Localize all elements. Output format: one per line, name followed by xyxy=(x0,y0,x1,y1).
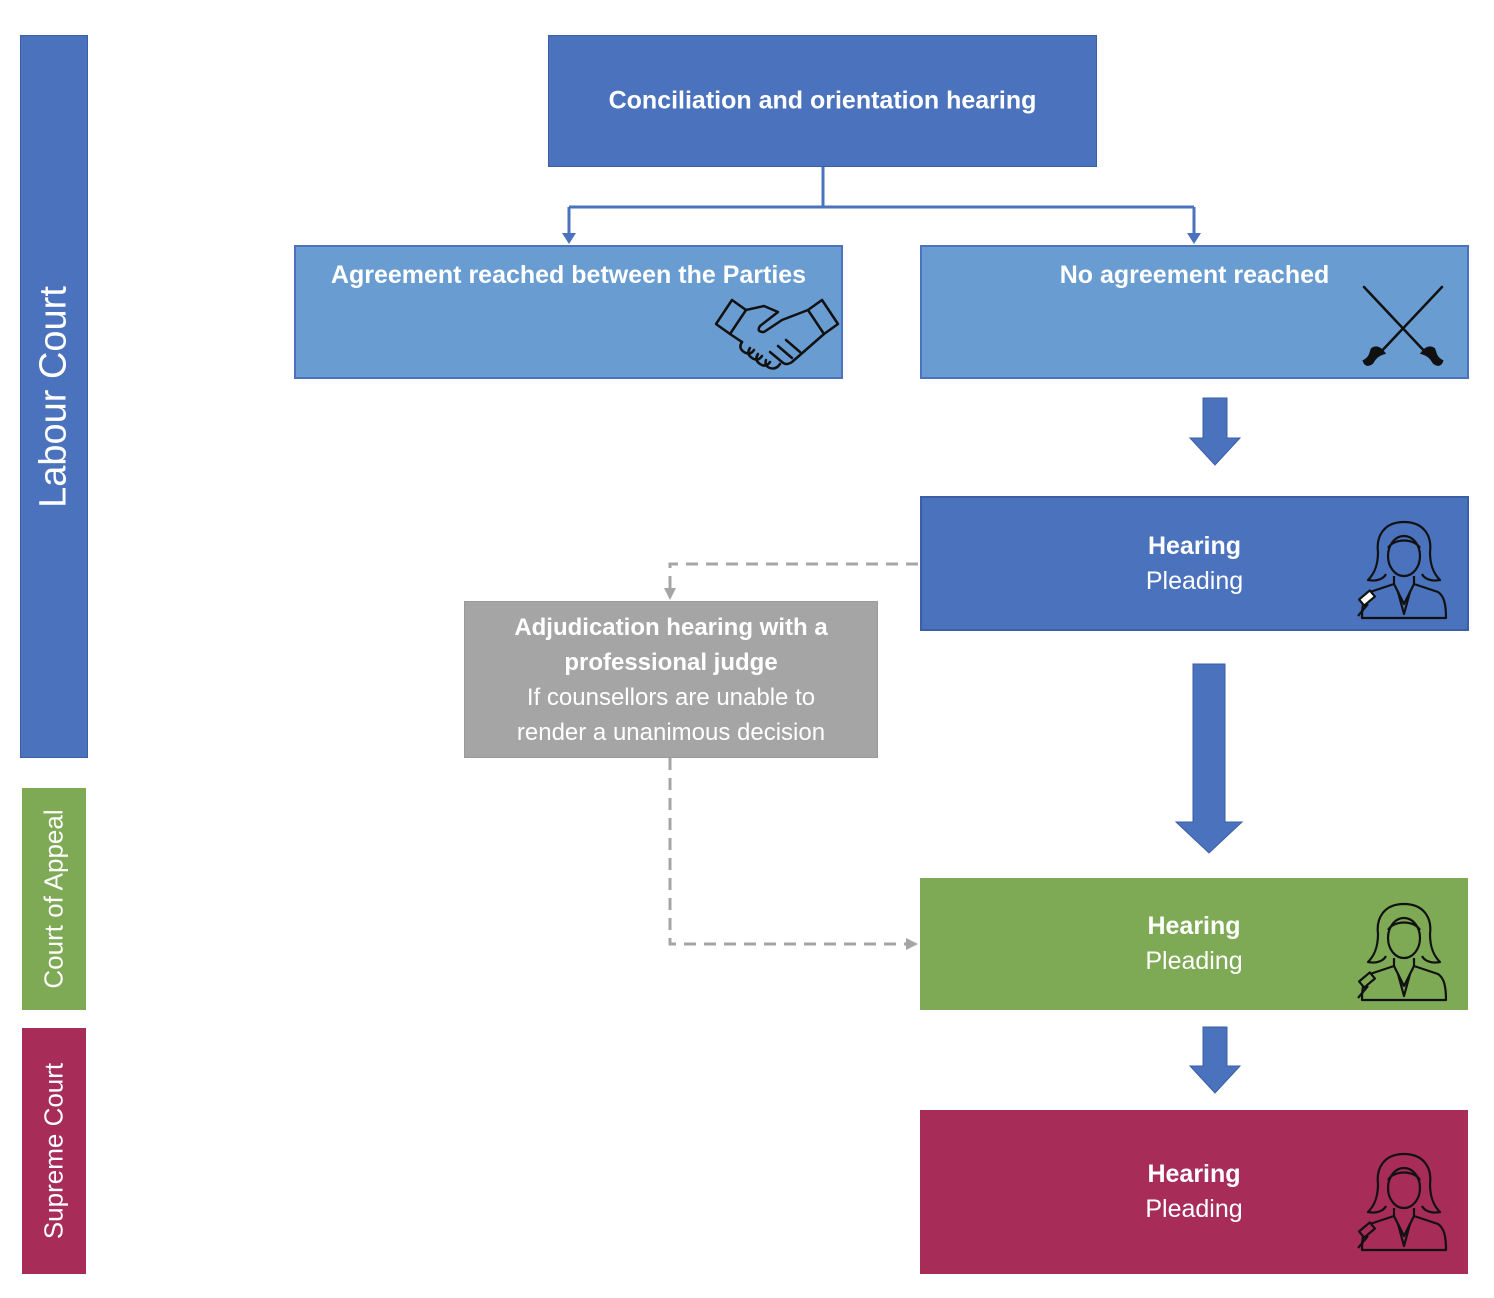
supreme-hearing-sub: Pleading xyxy=(1145,1195,1243,1223)
adjudication-box: Adjudication hearing with a professional… xyxy=(464,601,878,758)
sidebar-labour-court: Labour Court xyxy=(20,35,88,758)
dashed-arrow-to-appeal xyxy=(906,938,918,950)
labour-hearing-sub: Pleading xyxy=(1145,566,1244,595)
crossed-swords-icon xyxy=(1362,285,1444,366)
block-arrow-3 xyxy=(1188,1026,1242,1094)
adjudication-sub-line2: render a unanimous decision xyxy=(516,718,826,746)
conciliation-box: Conciliation and orientation hearing xyxy=(548,35,1097,167)
arrow-to-no-agreement xyxy=(1187,233,1201,244)
branch-connector xyxy=(567,167,1196,236)
conciliation-label: Conciliation and orientation hearing xyxy=(608,86,1037,115)
adjudication-sub-line1: If counsellors are unable to xyxy=(526,683,816,711)
supreme-hearing-box: Hearing Pleading xyxy=(920,1110,1468,1274)
dashed-arrow-to-adjudication xyxy=(664,588,676,600)
no-agreement-label: No agreement reached xyxy=(1059,261,1330,289)
judge-icon xyxy=(1357,1152,1448,1252)
supreme-hearing-title: Hearing xyxy=(1147,1160,1241,1188)
arrow-to-agreement xyxy=(562,233,576,244)
adjudication-title-line2: professional judge xyxy=(564,648,778,676)
sidebar-label-court-of-appeal: Court of Appeal xyxy=(38,809,69,989)
agreement-label: Agreement reached between the Parties xyxy=(330,261,807,289)
handshake-icon xyxy=(714,298,840,370)
sidebar-label-labour-court: Labour Court xyxy=(32,285,75,508)
appeal-hearing-box: Hearing Pleading xyxy=(920,878,1468,1010)
judge-icon xyxy=(1357,520,1448,620)
labour-hearing-title: Hearing xyxy=(1147,531,1242,560)
block-arrow-1 xyxy=(1188,397,1242,466)
dashed-connector xyxy=(668,562,918,946)
adjudication-title-line1: Adjudication hearing with a xyxy=(514,613,828,641)
appeal-hearing-sub: Pleading xyxy=(1145,947,1243,975)
labour-hearing-box: Hearing Pleading xyxy=(920,496,1469,631)
sidebar-label-supreme-court: Supreme Court xyxy=(38,1062,69,1240)
no-agreement-box: No agreement reached xyxy=(920,245,1469,379)
sidebar-court-of-appeal: Court of Appeal xyxy=(22,788,86,1010)
appeal-hearing-title: Hearing xyxy=(1147,912,1241,940)
sidebar-supreme-court: Supreme Court xyxy=(22,1028,86,1274)
judge-icon xyxy=(1357,902,1448,1002)
block-arrow-2 xyxy=(1174,663,1244,854)
agreement-box: Agreement reached between the Parties xyxy=(294,245,843,379)
